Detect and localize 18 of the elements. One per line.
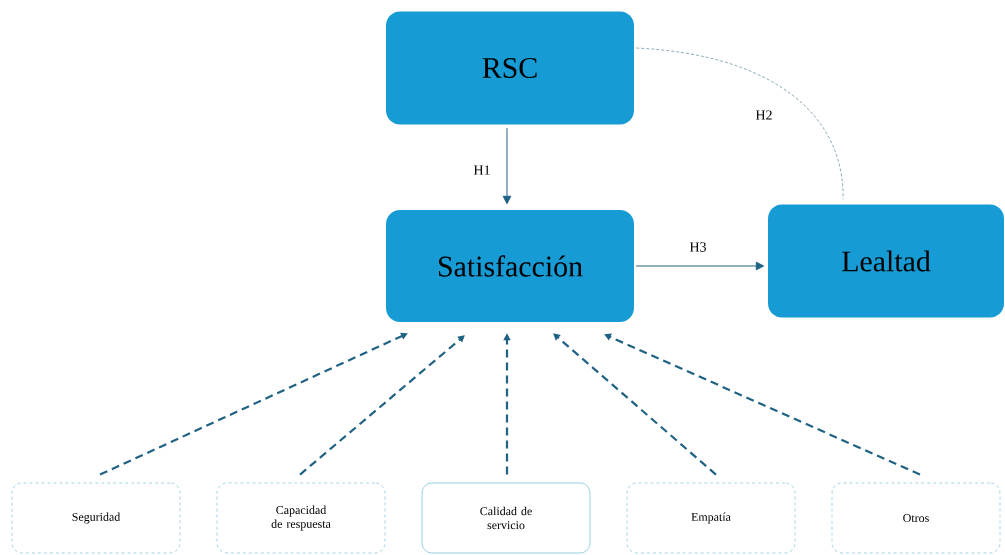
factor-box: Seguridad <box>11 482 181 554</box>
arrow <box>502 127 512 205</box>
edge-label: H3 <box>688 241 708 253</box>
arrow <box>635 261 765 271</box>
arrow <box>553 333 717 476</box>
edge-label: H2 <box>754 109 774 121</box>
factor-box: Calidad de servicio <box>421 482 591 554</box>
edge-label: H1 <box>472 164 492 176</box>
arrow <box>99 332 408 476</box>
arrow <box>299 335 465 476</box>
process-box: Lealtad <box>768 204 1004 318</box>
process-box: Satisfacción <box>386 210 634 322</box>
arrow <box>604 333 921 476</box>
process-box: RSC <box>386 11 634 125</box>
factor-box: Empatía <box>626 482 796 554</box>
connector <box>635 47 844 200</box>
factor-box: Capacidad de respuesta <box>216 482 386 554</box>
factor-box: Otros <box>831 482 1001 554</box>
